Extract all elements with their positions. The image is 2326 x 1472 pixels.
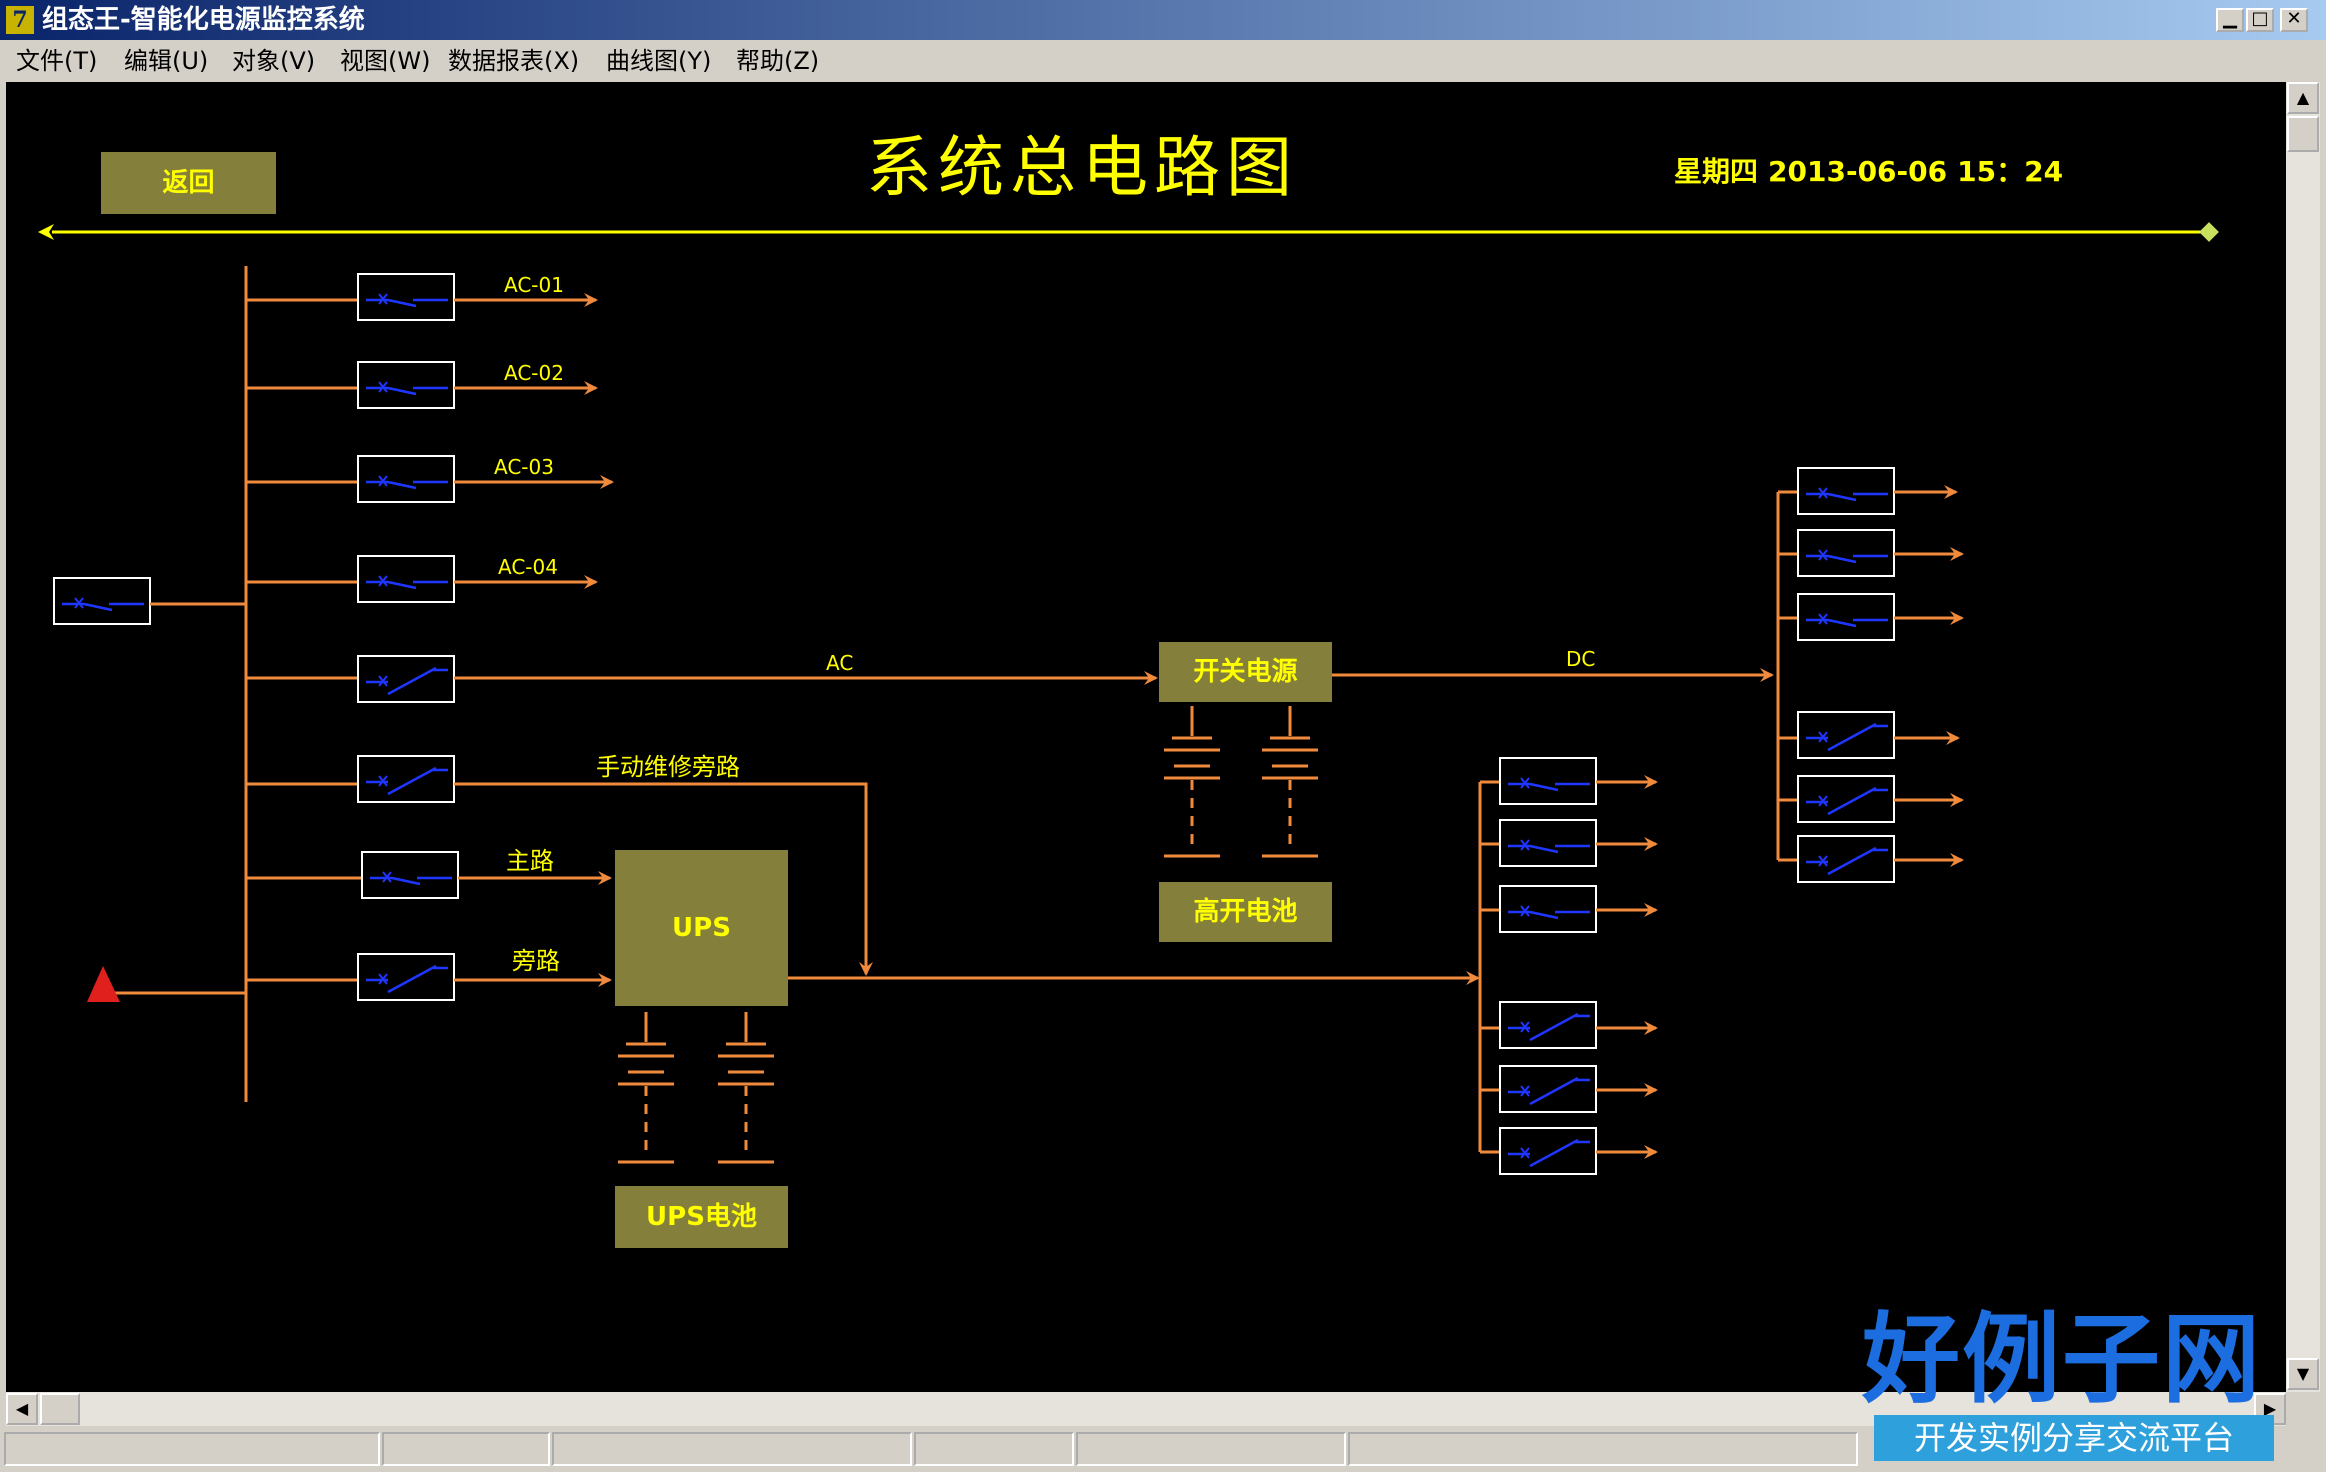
menu-data-report[interactable]: 数据报表(X) — [448, 47, 580, 75]
ac-branch-01 — [246, 272, 598, 322]
label-ac-04: AC-04 — [498, 555, 558, 579]
arrow-down-icon: ▼ — [2296, 1364, 2310, 1383]
bus-end-node — [2199, 222, 2219, 242]
scroll-down-button[interactable]: ▼ — [2287, 1358, 2319, 1390]
status-cell-3 — [552, 1432, 912, 1466]
ac-branch-02 — [246, 360, 598, 410]
triangle-alarm-icon — [87, 966, 120, 1002]
window-title: 组态王-智能化电源监控系统 — [42, 5, 365, 35]
back-button[interactable]: 返回 — [101, 152, 276, 214]
ups-battery-box[interactable]: UPS电池 — [615, 1186, 788, 1248]
bypass-breaker[interactable] — [356, 754, 456, 804]
main-route-breaker[interactable] — [360, 850, 460, 900]
hf-battery-box[interactable]: 高开电池 — [1159, 882, 1332, 942]
arrow-right-icon: ▶ — [2263, 1399, 2277, 1418]
scroll-left-button[interactable]: ◀ — [6, 1393, 38, 1425]
menu-curve[interactable]: 曲线图(Y) — [606, 47, 712, 75]
brand-name: 好例子网 — [1862, 1302, 2263, 1417]
time-text: 15：24 — [1957, 155, 2064, 188]
label-ac-02: AC-02 — [504, 361, 564, 385]
label-manual-bypass: 手动维修旁路 — [596, 753, 740, 781]
brand-watermark: 好例子网 开发实例分享交流平台 — [1862, 1305, 2292, 1470]
title-bar: 7 组态王-智能化电源监控系统 ▁ □ ✕ — [0, 0, 2326, 40]
maximize-icon: □ — [2251, 8, 2269, 29]
status-cell-5 — [1076, 1432, 1346, 1466]
label-ac-01: AC-01 — [504, 273, 564, 297]
minimize-icon: ▁ — [2223, 8, 2237, 29]
arrow-left-icon: ◀ — [15, 1399, 29, 1418]
dc-output-breakers — [1778, 466, 1964, 884]
ac-branch-04 — [246, 554, 598, 604]
bypass-line — [454, 782, 873, 976]
menu-object[interactable]: 对象(V) — [232, 47, 316, 75]
ac-feed-breaker[interactable] — [356, 654, 456, 704]
page-title: 系统总电路图 — [866, 129, 1298, 206]
status-cell-1 — [4, 1432, 380, 1466]
ups-output-breakers — [1480, 756, 1658, 1176]
menu-help[interactable]: 帮助(Z) — [736, 47, 820, 75]
vertical-scroll-thumb[interactable] — [2287, 116, 2319, 152]
scada-canvas: 返回 系统总电路图 星期四 2013-06-06 15：24 — [6, 82, 2286, 1392]
menu-bar: 文件(T) 编辑(U) 对象(V) 视图(W) 数据报表(X) 曲线图(Y) 帮… — [0, 40, 2326, 82]
label-ac: AC — [826, 651, 854, 675]
scroll-up-button[interactable]: ▲ — [2287, 82, 2319, 114]
weekday-text: 星期四 — [1674, 155, 1759, 188]
status-cell-4 — [914, 1432, 1074, 1466]
menu-edit[interactable]: 编辑(U) — [124, 47, 209, 75]
minimize-button[interactable]: ▁ — [2216, 8, 2244, 32]
label-main-route: 主路 — [506, 847, 554, 875]
status-cell-6 — [1348, 1432, 1858, 1466]
ups-box[interactable]: UPS — [615, 850, 788, 1006]
horizontal-scroll-thumb[interactable] — [40, 1393, 80, 1425]
incoming-breaker[interactable] — [52, 576, 152, 626]
menu-view[interactable]: 视图(W) — [340, 47, 431, 75]
ups-battery-right — [716, 1010, 776, 1164]
switch-power-box[interactable]: 开关电源 — [1159, 642, 1332, 702]
date-time: 星期四 2013-06-06 15：24 — [1674, 154, 2073, 190]
app-icon: 7 — [6, 6, 34, 34]
menu-file[interactable]: 文件(T) — [16, 47, 98, 75]
ups-battery-left — [616, 1010, 676, 1164]
maximize-button[interactable]: □ — [2246, 8, 2274, 32]
scroll-right-button[interactable]: ▶ — [2254, 1393, 2286, 1425]
hf-battery-right — [1260, 704, 1320, 858]
bypass-route-breaker[interactable] — [356, 952, 456, 1002]
status-cell-2 — [382, 1432, 550, 1466]
close-button[interactable]: ✕ — [2280, 8, 2308, 32]
brand-slogan: 开发实例分享交流平台 — [1874, 1415, 2274, 1461]
label-dc: DC — [1566, 647, 1596, 671]
circuit-diagram — [38, 222, 2219, 1176]
hf-battery-left — [1162, 704, 1222, 858]
label-ac-03: AC-03 — [494, 455, 554, 479]
label-bypass-route: 旁路 — [512, 947, 560, 975]
vertical-scrollbar[interactable]: ▲ ▼ — [2286, 82, 2320, 1392]
close-icon: ✕ — [2286, 8, 2302, 29]
arrow-up-icon: ▲ — [2296, 88, 2310, 107]
ac-branch-03 — [246, 454, 614, 504]
date-text: 2013-06-06 — [1768, 155, 1948, 188]
